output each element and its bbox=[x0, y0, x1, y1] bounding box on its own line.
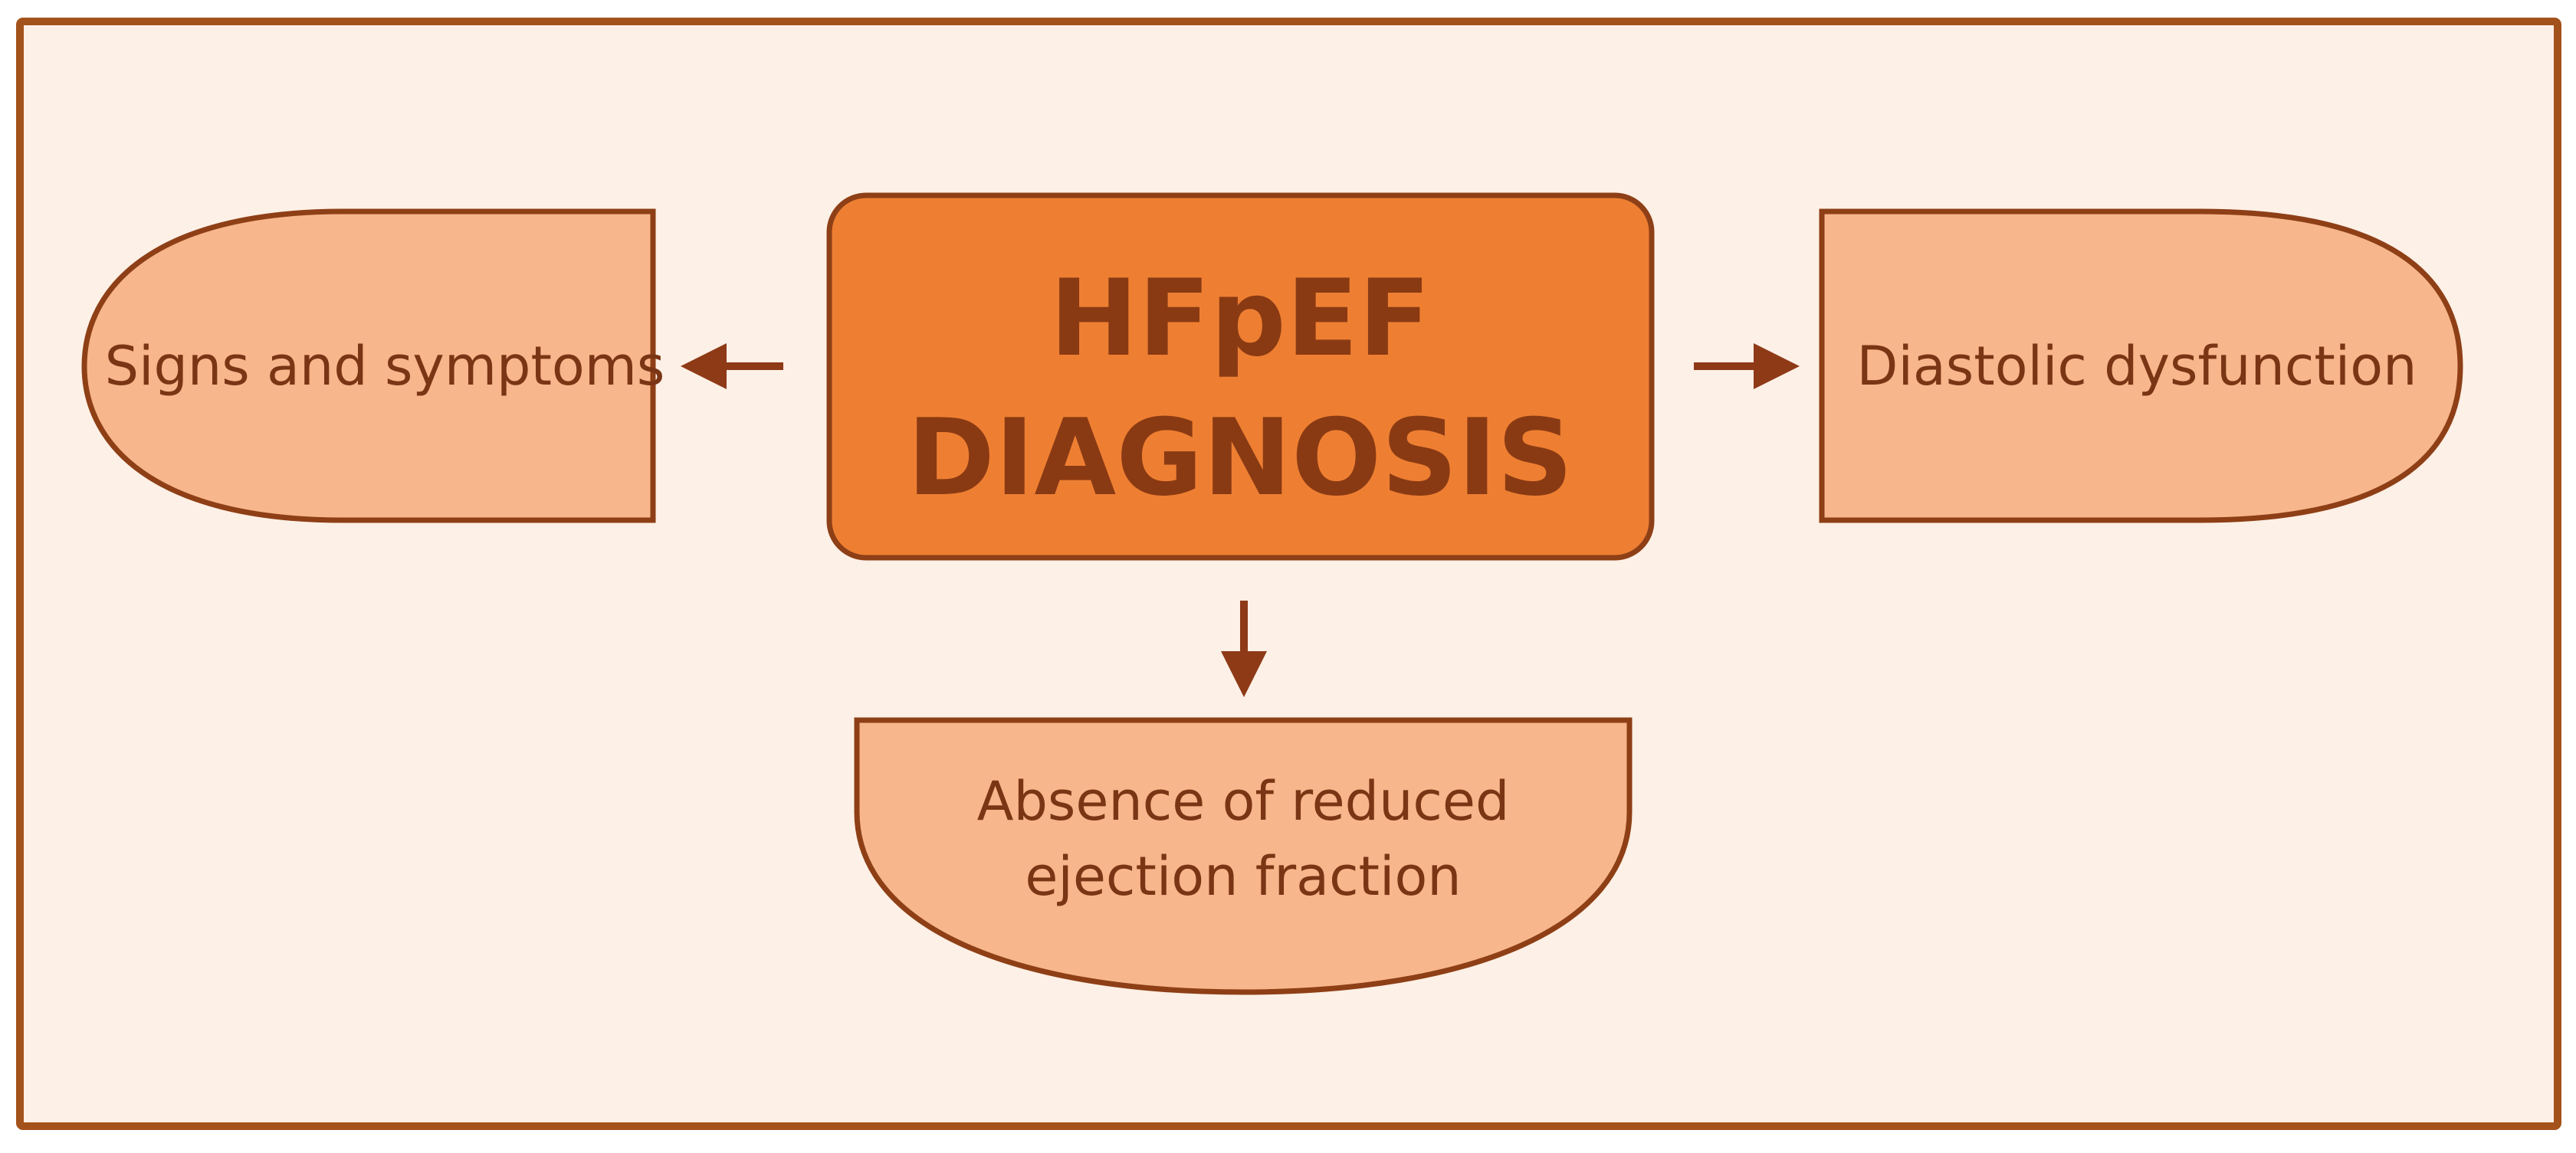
node-hfpef-diagnosis-title-line2: DIAGNOSIS bbox=[907, 396, 1573, 519]
node-diastolic-dysfunction: Diastolic dysfunction bbox=[1819, 208, 2463, 523]
node-hfpef-diagnosis-title-line1: HFpEF bbox=[1049, 257, 1430, 380]
node-signs-and-symptoms: Signs and symptoms bbox=[81, 208, 665, 523]
node-signs-and-symptoms-label: Signs and symptoms bbox=[105, 335, 665, 398]
node-hfpef-diagnosis-shape bbox=[826, 192, 1655, 561]
node-diastolic-dysfunction-shape bbox=[1819, 208, 2463, 523]
node-absence-of-reduced-ef-label-line1: Absence of reduced bbox=[977, 770, 1510, 833]
node-absence-of-reduced-ef: Absence of reduced ejection fraction bbox=[854, 717, 1633, 995]
node-signs-and-symptoms-shape bbox=[81, 208, 656, 523]
node-hfpef-diagnosis: HFpEF DIAGNOSIS bbox=[826, 192, 1655, 561]
node-absence-of-reduced-ef-label-line2: ejection fraction bbox=[1025, 845, 1461, 908]
node-diastolic-dysfunction-label: Diastolic dysfunction bbox=[1857, 335, 2417, 398]
node-absence-of-reduced-ef-shape bbox=[854, 717, 1633, 995]
